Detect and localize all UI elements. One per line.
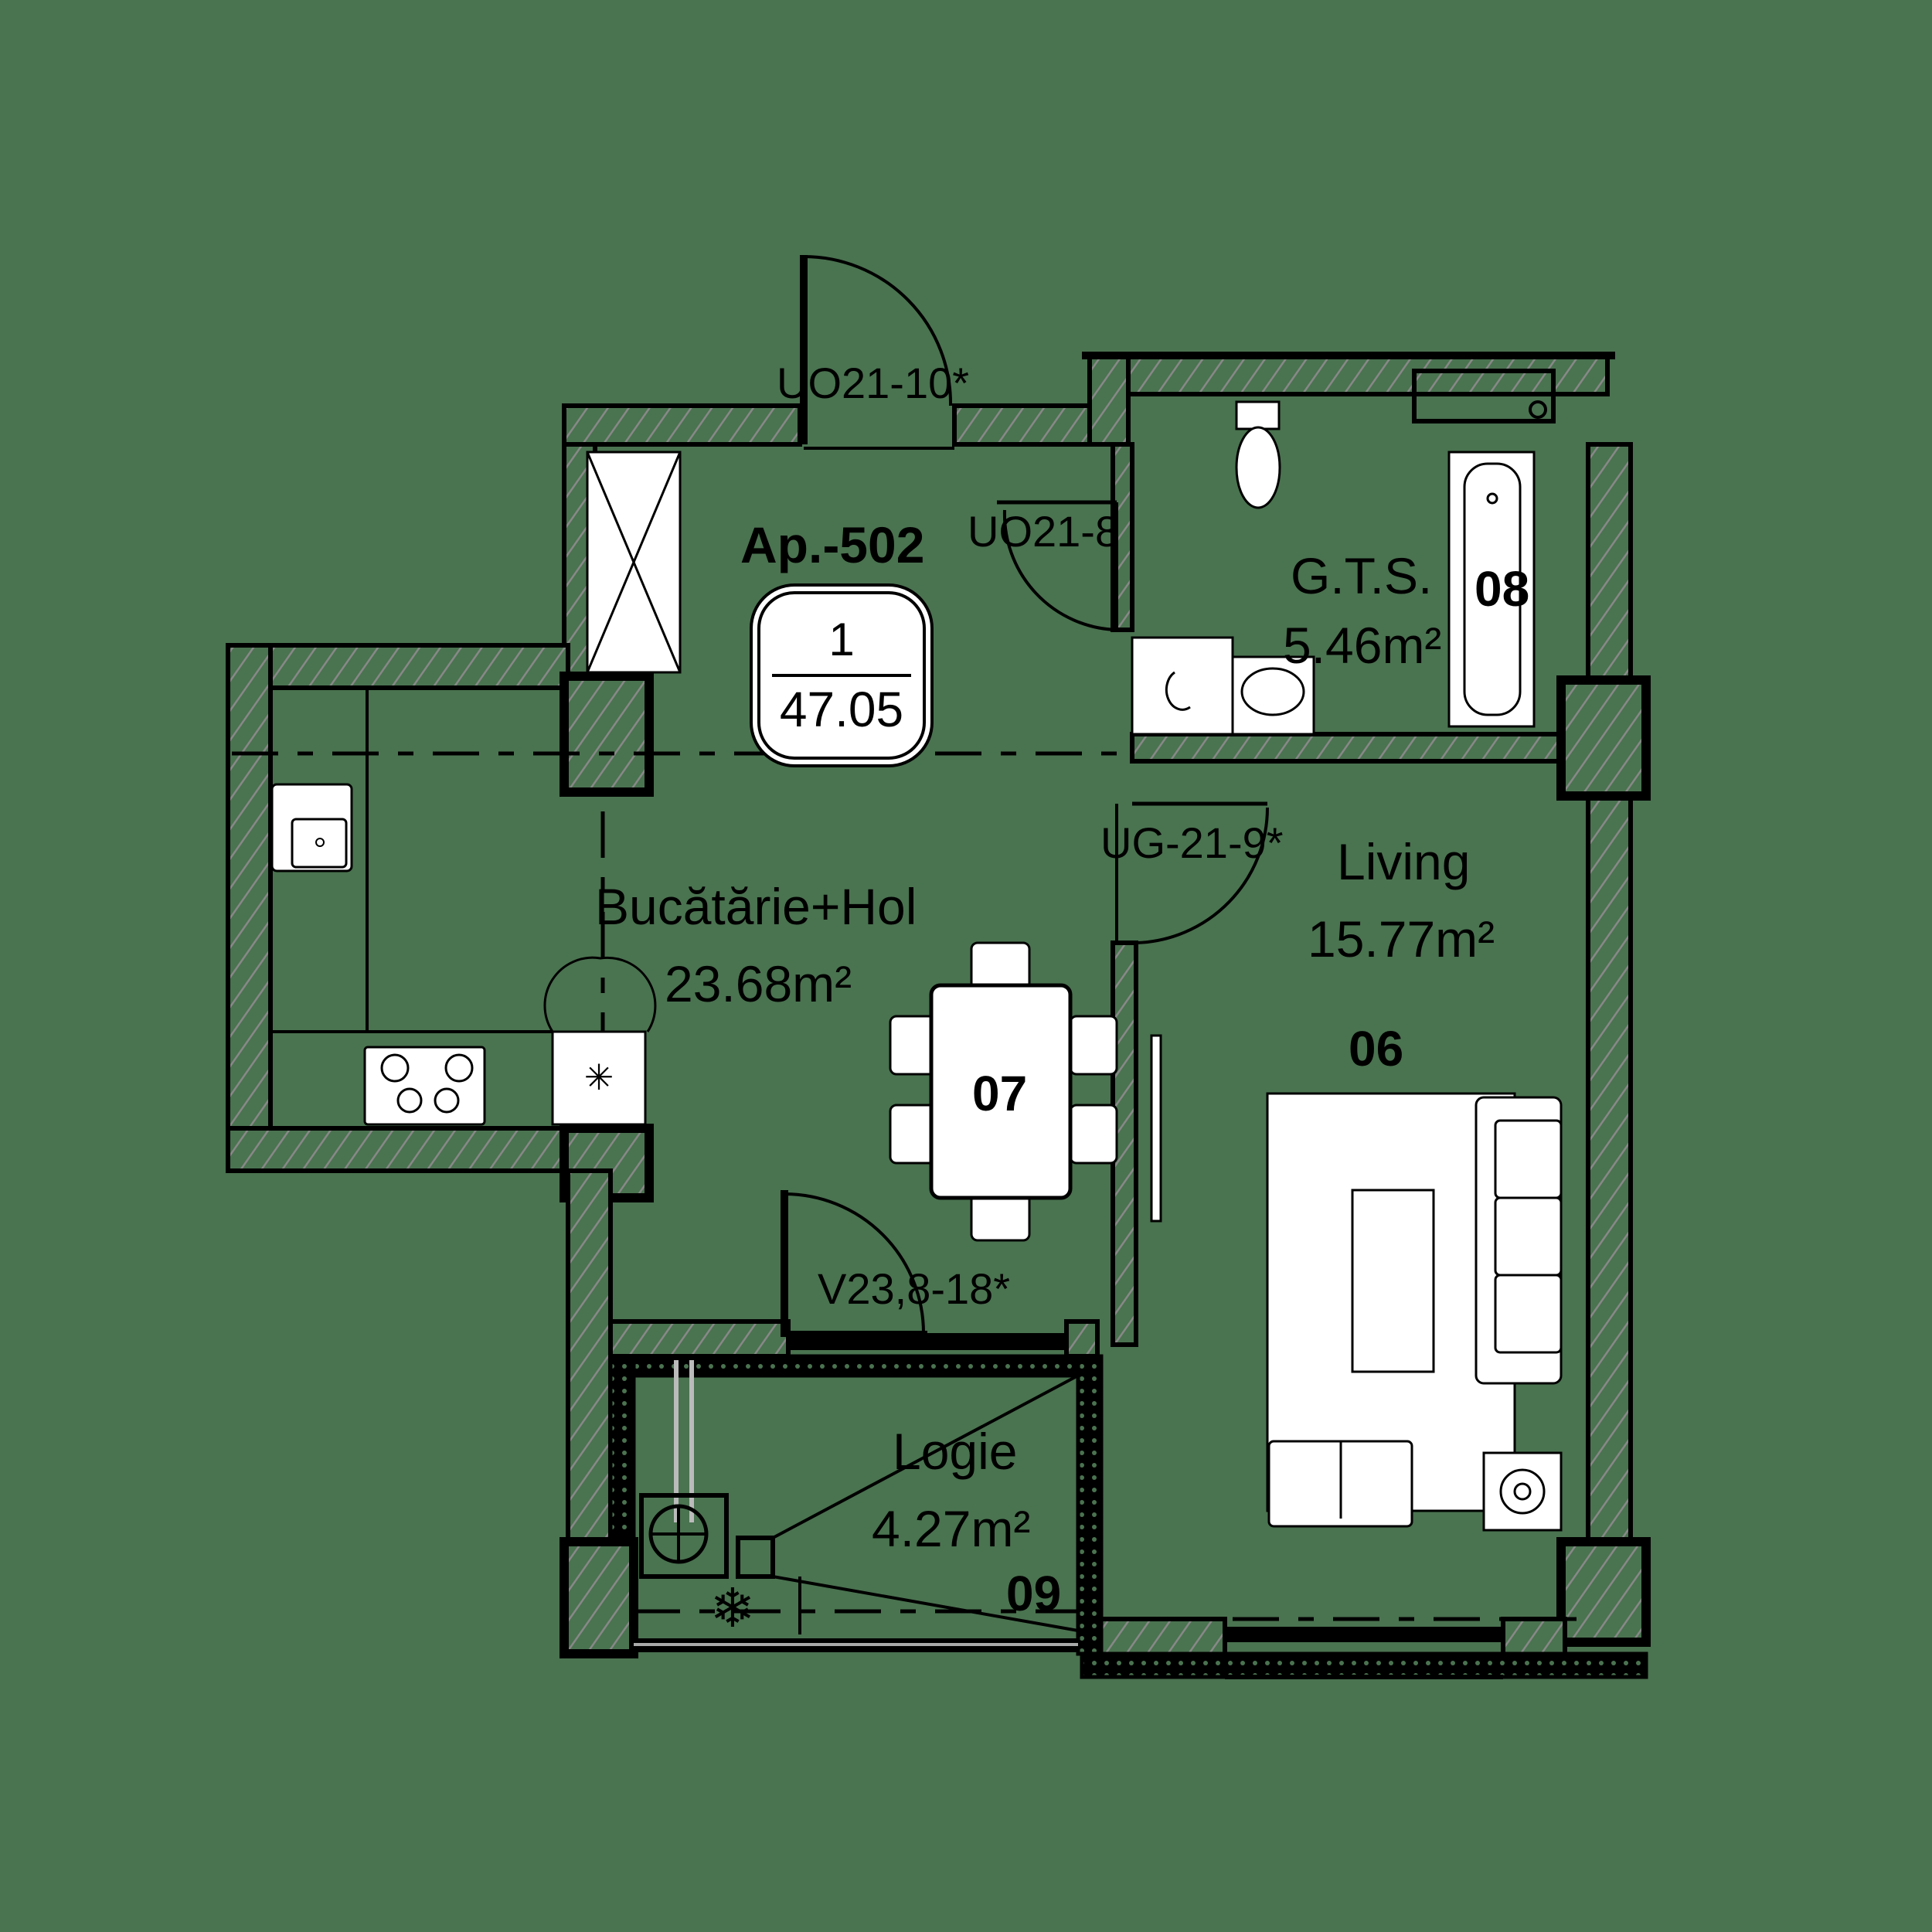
svg-text:✳: ✳ [584, 1057, 614, 1097]
loggia-area: 4.27m² [872, 1500, 1031, 1557]
kitchen-hall-area: 23.68m² [665, 955, 852, 1012]
living-door-symbol [1115, 801, 1269, 944]
living-furniture [1150, 1034, 1563, 1532]
dining-set [889, 941, 1118, 1242]
living-number: 06 [1349, 1021, 1404, 1077]
living-name: Living [1337, 833, 1471, 890]
loggia-fixtures: ❄ [639, 1360, 1079, 1638]
apartment-rooms-count: 1 [772, 617, 911, 677]
kitchen-furniture: ✳ [268, 451, 682, 1128]
bathroom-door-symbol [997, 500, 1118, 631]
walls [226, 352, 1651, 1679]
axis-lines [232, 751, 1577, 1621]
svg-text:❄: ❄ [710, 1578, 756, 1638]
living-area: 15.77m² [1308, 910, 1495, 968]
apartment-badge: 1 47.05 [757, 591, 926, 760]
living-door-code: UG-21-9* [1100, 818, 1284, 867]
loggia-number: 09 [1006, 1566, 1062, 1621]
bathroom-number: 08 [1475, 561, 1530, 617]
kitchen-hall-number: 07 [972, 1066, 1028, 1121]
kitchen-hall-name: Bucătărie+Hol [595, 878, 917, 935]
loggia-door-code: V23,8-18* [818, 1264, 1011, 1313]
loggia-door-symbol [781, 1190, 927, 1337]
bathroom-fixtures [1131, 369, 1556, 736]
bathroom-area: 5.46m² [1283, 617, 1442, 674]
bathroom-name: G.T.S. [1291, 547, 1433, 604]
entry-door-code: UO21-10* [777, 359, 970, 407]
apartment-title: Ap.-502 [740, 516, 925, 573]
apartment-total-area: 47.05 [779, 682, 904, 737]
loggia-name: Logie [893, 1423, 1018, 1480]
bathroom-door-code: UO21-8 [968, 507, 1120, 556]
entry-door-symbol [800, 255, 954, 450]
